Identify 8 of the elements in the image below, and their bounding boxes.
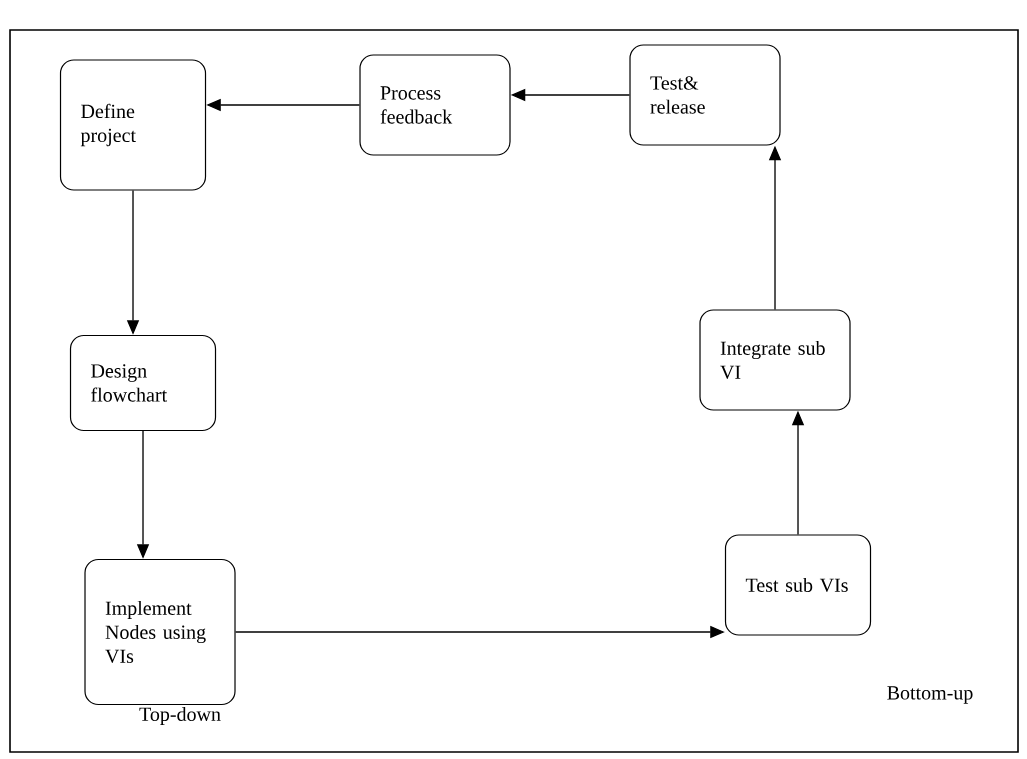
process-box: Test sub VIs — [724, 534, 872, 636]
process-box: Process feedback — [359, 54, 511, 156]
process-box: Implement Nodes using VIs — [84, 558, 236, 706]
process-box: Define project — [59, 59, 207, 191]
process-box: Design flowchart — [69, 334, 217, 432]
process-box: Test& release — [629, 44, 781, 146]
annotation: Bottom-up — [887, 686, 973, 704]
process-box: Integrate sub VI — [699, 309, 851, 411]
